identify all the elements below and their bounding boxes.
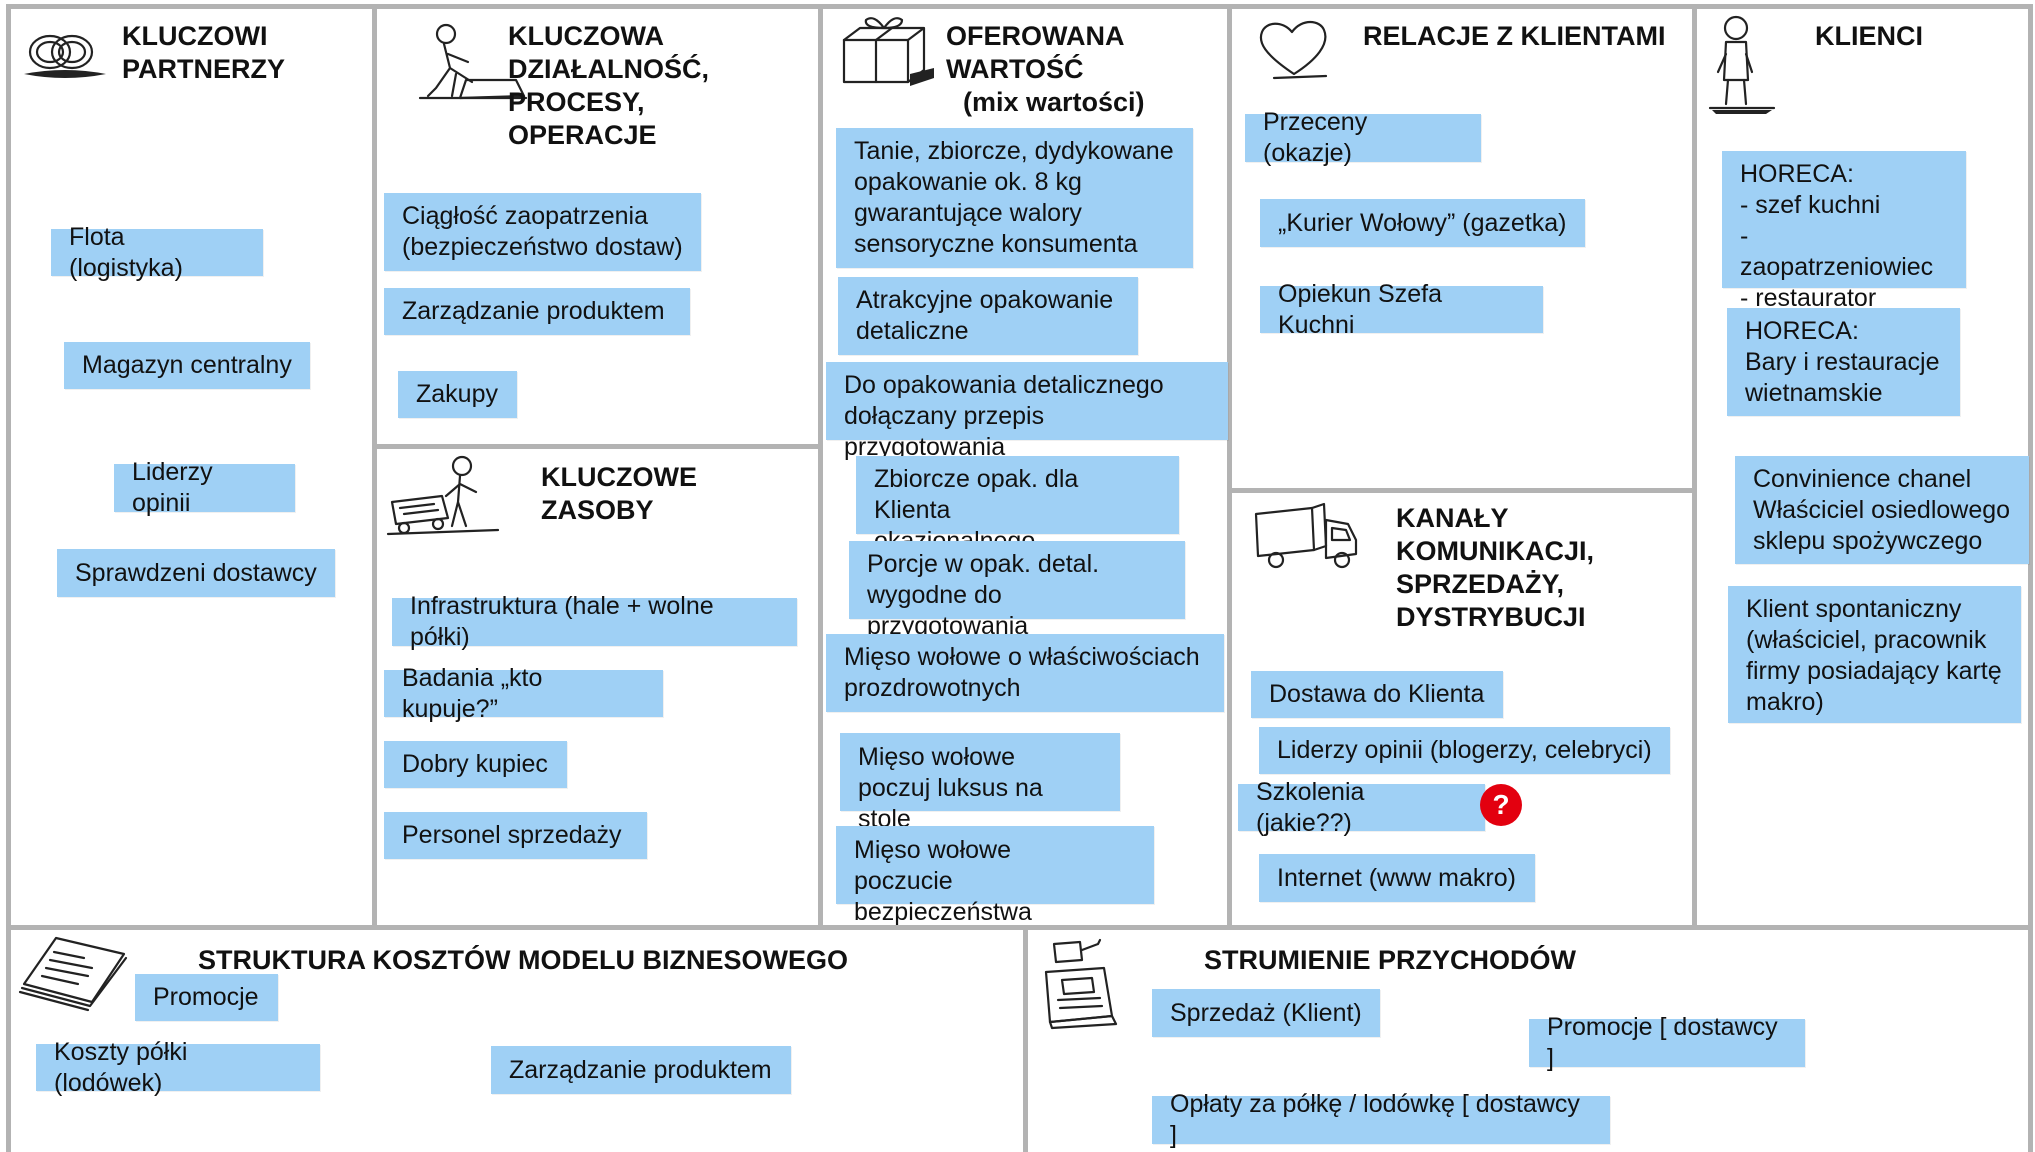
channels-title: KANAŁY KOMUNIKACJI, SPRZEDAŻY, DYSTRYBUC… [1396,503,1595,632]
key-partners-note-1: Flota (logistyka) [51,223,263,282]
customers-note-4: Klient spontaniczny (właściciel, pracown… [1728,586,2021,723]
customers-note-1: HORECA: - szef kuchni - zaopatrzeniowiec… [1722,151,1966,312]
key-activities-note-3: Zakupy [398,371,517,418]
revenue-streams-title: STRUMIENIE PRZYCHODÓW [1204,945,1577,975]
person-icon [1706,14,1778,116]
key-activities-note-1: Ciągłość zaopatrzenia (bezpieczeństwo do… [384,193,701,271]
revenue-note-3: Opłaty za półkę / lodówkę [ dostawcy ] [1152,1090,1610,1149]
customers-note-3: Convinience chanel Właściciel osiedloweg… [1735,456,2029,564]
relations-note-3: Opiekun Szefa Kuchni [1260,280,1543,339]
channels-note-2: Liderzy opinii (blogerzy, celebryci) [1259,727,1670,774]
divider-relations-customers [1692,4,1697,928]
costs-note-1: Promocje [135,974,278,1021]
forklift-worker-icon [386,455,502,540]
revenue-note-2: Promocje [ dostawcy ] [1529,1013,1805,1072]
relations-note-2: „Kurier Wołowy” (gazetka) [1260,199,1585,247]
invoice-icon [14,932,132,1012]
revenue-note-1: Sprzedaż (Klient) [1152,989,1380,1037]
canvas-border-left [6,4,11,1152]
divider-partners-activities [372,4,377,928]
channels-note-1: Dostawa do Klienta [1251,671,1503,718]
value-note-5: Porcje w opak. detal. wygodne do przygot… [849,541,1185,640]
divider-activities-resources [372,444,823,449]
divider-costs-revenue [1023,925,1028,1152]
value-note-1: Tanie, zbiorcze, dydykowane opakowanie o… [836,128,1193,268]
key-resources-note-4: Personel sprzedaży [384,812,647,859]
key-partners-title: KLUCZOWI PARTNERZY [122,21,286,84]
costs-note-3: Zarządzanie produktem [491,1046,791,1094]
key-activities-title: KLUCZOWA DZIAŁALNOŚĆ, PROCESY, OPERACJE [508,21,709,150]
key-partners-note-3: Liderzy opinii [114,458,295,517]
customer-relationships-title: RELACJE Z KLIENTAMI [1363,21,1666,51]
truck-icon [1252,500,1362,576]
value-note-8: Mięso wołowe poczucie bezpieczeństwa [836,826,1154,926]
key-resources-title: KLUCZOWE ZASOBY [541,462,697,525]
gift-icon [836,12,938,90]
value-note-6: Mięso wołowe o właściwościach prozdrowot… [826,634,1224,712]
canvas-border-top [6,4,2033,9]
relations-note-1: Przeceny (okazje) [1245,108,1481,167]
divider-relations-channels [1227,488,1697,493]
customers-note-2: HORECA: Bary i restauracje wietnamskie [1727,308,1960,416]
key-resources-note-2: Badania „kto kupuje?” [384,664,663,723]
heart-icon [1254,16,1334,82]
question-icon: ? [1480,784,1522,826]
value-note-7: Mięso wołowe poczuj luksus na stole [840,733,1120,833]
costs-note-2: Koszty półki (lodówek) [36,1038,320,1097]
value-note-4: Zbiorcze opak. dla Klienta okazjonalnego [856,456,1179,555]
key-partners-note-2: Magazyn centralny [64,342,310,389]
value-note-3: Do opakowania detalicznego dołączany prz… [826,362,1228,461]
key-partners-note-4: Sprawdzeni dostawcy [57,549,335,597]
canvas-border-right [2028,4,2033,1152]
worker-icon [416,22,528,106]
rings-icon [20,22,110,84]
cash-register-icon [1040,936,1130,1030]
customer-segments-title: KLIENCI [1815,21,1923,51]
key-resources-note-1: Infrastruktura (hale + wolne półki) [392,592,797,651]
divider-top-bottom [6,925,2033,930]
channels-note-4: Internet (www makro) [1259,854,1535,902]
value-proposition-title: OFEROWANA WARTOŚĆ [946,21,1125,84]
divider-value-relations [1227,4,1232,928]
cost-structure-title: STRUKTURA KOSZTÓW MODELU BIZNESOWEGO [198,945,848,975]
key-resources-note-3: Dobry kupiec [384,741,567,788]
value-proposition-subtitle: (mix wartości) [963,87,1145,117]
value-note-2: Atrakcyjne opakowanie detaliczne [838,277,1138,355]
channels-note-3: Szkolenia (jakie??) [1238,778,1485,837]
key-activities-note-2: Zarządzanie produktem [384,288,690,335]
divider-activities-value [818,4,823,928]
